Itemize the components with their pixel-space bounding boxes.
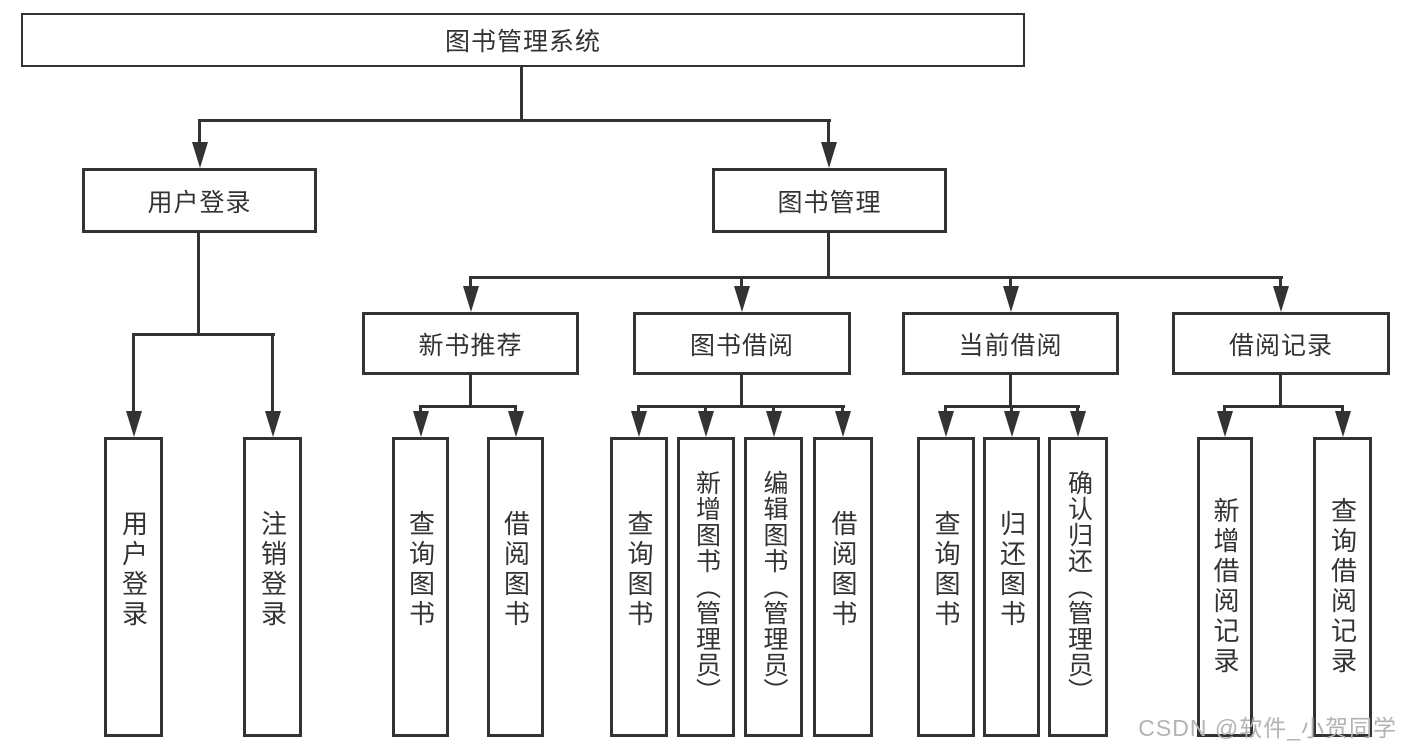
leaf-add-book-admin: 新增图书（管理员）	[677, 437, 735, 737]
connector-line	[198, 121, 201, 145]
arrowhead-down-icon	[765, 411, 782, 437]
connector-line	[827, 233, 830, 278]
leaf-borrow-books-2-label: 借阅图书	[828, 510, 858, 630]
connector-line	[740, 278, 743, 290]
connector-line	[198, 119, 831, 122]
leaf-confirm-return-admin-label: 确认归还（管理员）	[1064, 470, 1093, 704]
node-library-management-system: 图书管理系统	[21, 13, 1025, 67]
leaf-edit-book-admin: 编辑图书（管理员）	[744, 437, 803, 737]
connector-line	[1279, 375, 1282, 407]
connector-line	[1009, 375, 1012, 407]
arrowhead-down-icon	[1069, 411, 1086, 437]
node-new-book-recommend: 新书推荐	[362, 312, 579, 375]
connector-line	[637, 405, 845, 408]
connector-line	[704, 407, 707, 413]
connector-line	[1341, 407, 1344, 413]
arrowhead-down-icon	[191, 142, 208, 168]
arrowhead-down-icon	[1003, 411, 1020, 437]
node-book-management-branch: 图书管理	[712, 168, 947, 233]
arrowhead-down-icon	[412, 411, 429, 437]
arrowhead-down-icon	[630, 411, 647, 437]
arrowhead-down-icon	[1272, 286, 1289, 312]
csdn-watermark: CSDN @软件_小贺同学	[1138, 715, 1397, 741]
connector-line	[1010, 407, 1013, 413]
arrowhead-down-icon	[1334, 411, 1351, 437]
connector-line	[469, 375, 472, 407]
leaf-query-books-3-label: 查询图书	[931, 510, 961, 630]
leaf-confirm-return-admin: 确认归还（管理员）	[1048, 437, 1108, 737]
node-user-login-branch: 用户登录	[82, 168, 317, 233]
connector-line	[132, 335, 135, 413]
arrowhead-down-icon	[697, 411, 714, 437]
leaf-query-borrow-record-label: 查询借阅记录	[1327, 497, 1358, 677]
arrowhead-down-icon	[733, 286, 750, 312]
arrowhead-down-icon	[264, 411, 281, 437]
connector-line	[827, 121, 830, 145]
connector-line	[1223, 405, 1344, 408]
connector-line	[514, 407, 517, 413]
arrowhead-down-icon	[820, 142, 837, 168]
connector-line	[132, 333, 275, 336]
connector-line	[197, 233, 200, 335]
arrowhead-down-icon	[1216, 411, 1233, 437]
connector-line	[944, 405, 1080, 408]
leaf-borrow-books-2: 借阅图书	[813, 437, 873, 737]
arrowhead-down-icon	[1002, 286, 1019, 312]
connector-line	[740, 374, 743, 407]
arrowhead-down-icon	[937, 411, 954, 437]
node-borrow-records: 借阅记录	[1172, 312, 1390, 375]
connector-line	[419, 407, 422, 413]
leaf-add-book-admin-label: 新增图书（管理员）	[692, 470, 721, 704]
node-current-borrow: 当前借阅	[902, 312, 1119, 375]
connector-line	[1009, 278, 1012, 290]
arrowhead-down-icon	[507, 411, 524, 437]
leaf-query-books-2-label: 查询图书	[624, 510, 654, 630]
leaf-borrow-books-1-label: 借阅图书	[500, 510, 531, 630]
arrowhead-down-icon	[462, 286, 479, 312]
connector-line	[419, 405, 517, 408]
connector-line	[772, 407, 775, 413]
connector-line	[1223, 407, 1226, 413]
connector-line	[944, 407, 947, 413]
node-book-borrow: 图书借阅	[633, 312, 851, 375]
leaf-add-borrow-record: 新增借阅记录	[1197, 437, 1253, 737]
connector-line	[271, 335, 274, 413]
leaf-user-login: 用户登录	[104, 437, 163, 737]
leaf-query-books-3: 查询图书	[917, 437, 975, 737]
leaf-add-borrow-record-label: 新增借阅记录	[1210, 497, 1240, 677]
leaf-query-books-1-label: 查询图书	[405, 510, 436, 630]
leaf-user-login-label: 用户登录	[118, 510, 149, 630]
leaf-return-book: 归还图书	[983, 437, 1040, 737]
leaf-logout-label: 注销登录	[257, 510, 288, 630]
connector-line	[520, 67, 523, 119]
connector-line	[469, 278, 472, 290]
leaf-return-book-label: 归还图书	[996, 510, 1027, 630]
leaf-edit-book-admin-label: 编辑图书（管理员）	[760, 470, 788, 704]
connector-line	[637, 407, 640, 413]
leaf-borrow-books-1: 借阅图书	[487, 437, 544, 737]
leaf-query-borrow-record: 查询借阅记录	[1313, 437, 1372, 737]
connector-line	[841, 407, 844, 413]
leaf-logout: 注销登录	[243, 437, 302, 737]
connector-line	[469, 276, 1283, 279]
connector-line	[1076, 407, 1079, 413]
leaf-query-books-2: 查询图书	[610, 437, 668, 737]
leaf-query-books-1: 查询图书	[392, 437, 449, 737]
connector-line	[1279, 278, 1282, 290]
arrowhead-down-icon	[834, 411, 851, 437]
arrowhead-down-icon	[125, 411, 142, 437]
